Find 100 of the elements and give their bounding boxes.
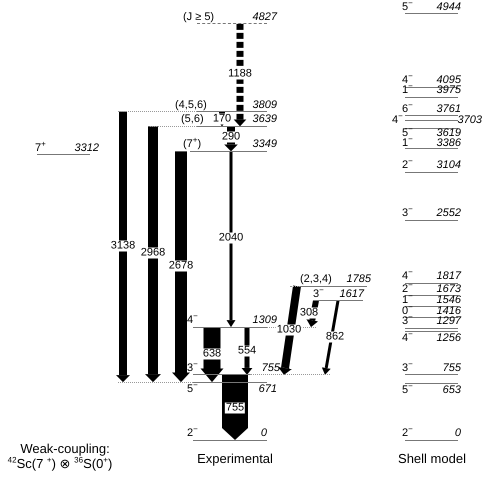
energy-level: [400, 362, 462, 375]
edge-label: 554: [236, 346, 258, 356]
edge-label: 862: [324, 332, 346, 342]
spin-label: 2$^{−}$: [402, 160, 413, 172]
spin-label: (4,5,6): [175, 100, 207, 111]
column-heading: Shell model: [398, 452, 466, 466]
energy-label: 653: [442, 385, 461, 396]
transition-arrow: [242, 327, 252, 375]
edge-label: 1030: [276, 324, 302, 336]
energy-label: 2552: [436, 208, 461, 220]
transition-arrow: [278, 286, 301, 375]
spin-label: (J ≥ 5): [183, 12, 214, 23]
spin-label: (5,6): [181, 114, 204, 126]
energy-level: [400, 75, 462, 87]
energy-level: [400, 160, 462, 172]
transition-arrow: [200, 327, 224, 382]
energy-label: 0: [260, 428, 267, 439]
energy-level: [34, 142, 100, 154]
spin-label: 3$^{−}$: [402, 316, 413, 328]
spin-label: 5$^{−}$: [402, 385, 413, 396]
energy-label: 755: [442, 362, 461, 374]
edge-label: 290: [220, 132, 242, 142]
energy-label: 755: [262, 362, 280, 374]
energy-label: 3975: [436, 85, 461, 96]
energy-level: [400, 332, 462, 344]
spin-label: (7$^{+}$): [183, 139, 202, 150]
spin-label: 2$^{−}$: [187, 428, 198, 439]
energy-level: [400, 271, 462, 284]
energy-label: 3104: [436, 160, 461, 172]
transition-arrow: [172, 151, 190, 382]
transition-arrow: [234, 24, 246, 126]
transition-arrow: [145, 126, 161, 382]
spin-label: 3$^{−}$: [402, 208, 413, 220]
energy-level: [400, 2, 462, 14]
transition-arrow: [216, 112, 228, 126]
energy-label: 3312: [74, 142, 99, 154]
transition-arrow: [116, 112, 130, 382]
energy-label: 3761: [436, 104, 461, 115]
edge-label: 2040: [218, 232, 244, 244]
spin-label: 1$^{−}$: [402, 138, 413, 150]
energy-level: [150, 114, 278, 126]
energy-label: 0: [454, 428, 461, 439]
edge-label: 3138: [110, 240, 136, 252]
energy-level: [118, 100, 278, 112]
energy-label: 1673: [436, 284, 461, 295]
transition-arrow: [306, 300, 319, 328]
edge-label: 755: [224, 402, 246, 414]
energy-label: 4827: [252, 12, 277, 23]
spin-label: 7$^{+}$: [35, 142, 46, 154]
spin-label: 3$^{−}$: [402, 362, 413, 374]
transition-arrow: [322, 300, 340, 375]
edge-label: 2968: [140, 248, 166, 258]
energy-level: [182, 12, 278, 24]
spin-label: 4$^{−}$: [402, 333, 413, 344]
energy-level: [310, 288, 365, 301]
spin-label: 5$^{−}$: [402, 2, 413, 13]
spin-label: 4$^{−}$: [187, 315, 198, 326]
spin-label: 4$^{−}$: [402, 271, 413, 282]
energy-label: 1785: [346, 274, 371, 286]
edge-label: 170: [212, 114, 232, 124]
energy-level: [400, 316, 462, 328]
edge-label: 638: [202, 348, 222, 360]
energy-label: 3639: [252, 114, 277, 126]
energy-label: 4944: [436, 2, 461, 13]
spin-label: 2$^{−}$: [402, 428, 413, 439]
energy-label: 3349: [252, 139, 277, 150]
spin-label: 1$^{−}$: [402, 294, 413, 306]
energy-level: [400, 284, 462, 296]
energy-level: [118, 382, 278, 394]
energy-level: [187, 428, 270, 440]
energy-level: [400, 208, 462, 220]
column-heading: Weak-coupling:: [20, 442, 110, 456]
spin-label: 1$^{−}$: [402, 85, 413, 96]
edge-label: 308: [298, 308, 320, 318]
energy-level: [400, 428, 462, 440]
spin-label: (2,3,4): [300, 274, 332, 286]
spin-label: 2$^{−}$: [402, 284, 413, 295]
energy-label: 3619: [436, 128, 461, 139]
energy-level: [400, 294, 462, 307]
energy-label: 1416: [436, 306, 461, 317]
energy-label: 1297: [436, 316, 461, 328]
energy-label: 3703: [458, 115, 482, 126]
energy-level: [187, 362, 330, 375]
column-heading: $^{42}$Sc(7 $^{+}$) ⊗ $^{36}$S(0$^{+}$): [8, 457, 112, 471]
transition-arrow: [222, 374, 248, 440]
transition-arrow: [224, 126, 238, 152]
energy-label: 1617: [340, 288, 364, 300]
energy-label: 1309: [252, 315, 277, 326]
spin-label: 3$^{−}$: [313, 288, 324, 300]
energy-label: 1256: [436, 333, 461, 344]
spin-label: 6$^{−}$: [402, 104, 413, 115]
energy-label: 1817: [436, 271, 461, 282]
energy-level: [400, 384, 462, 396]
transition-arrow: [226, 151, 236, 328]
energy-label: 1546: [436, 294, 461, 306]
energy-label: 671: [258, 384, 277, 395]
energy-level: [400, 306, 462, 318]
spin-label: 4$^{−}$: [392, 115, 403, 126]
spin-label: 3$^{−}$: [187, 362, 198, 374]
energy-label: 4095: [436, 75, 461, 86]
